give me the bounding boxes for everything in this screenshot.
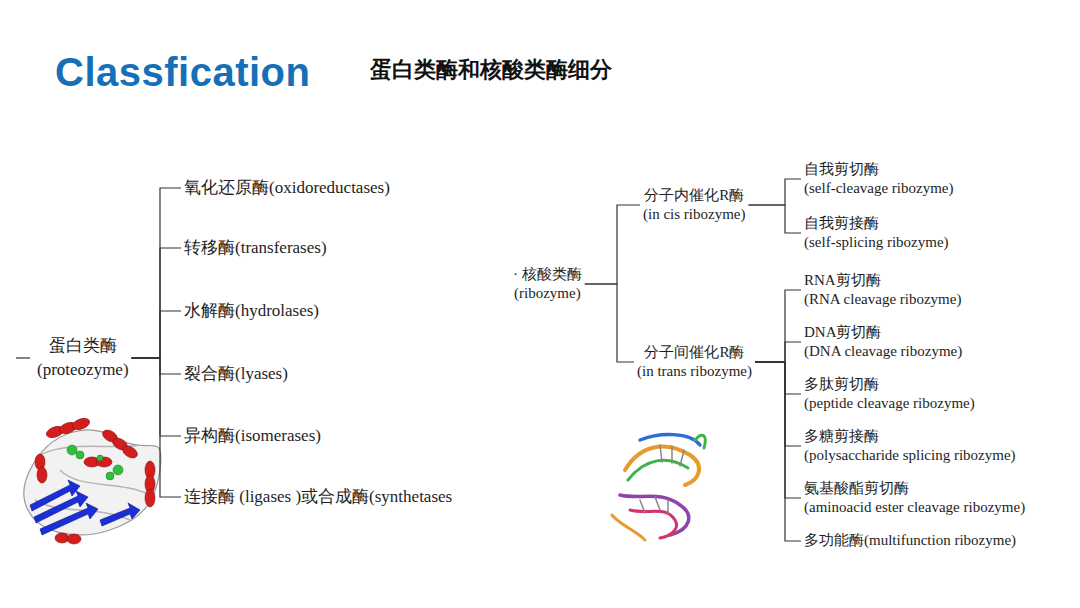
node-text: 异构酶(isomerases): [184, 424, 321, 448]
tree-connector: [132, 248, 181, 358]
leaf-node: DNA剪切酶 (DNA cleavage ribozyme): [801, 322, 965, 363]
leaf-node: 水解酶(hydrolases): [181, 298, 322, 324]
leaf-node: 氧化还原酶(oxidoreductases): [181, 175, 393, 201]
tree-connector: [755, 342, 801, 362]
node-text: 多肽剪切酶 (peptide cleavage ribozyme): [804, 375, 975, 414]
text-line: (in trans ribozyme): [637, 362, 752, 382]
node-text: 氧化还原酶(oxidoreductases): [184, 176, 390, 200]
tree-connector: [755, 362, 801, 541]
text-line: DNA剪切酶: [804, 324, 882, 340]
dash-line: [16, 357, 30, 358]
slide-title: Classfication: [55, 50, 310, 95]
text-line: 自我剪切酶: [804, 161, 879, 177]
node-text: 分子内催化R酶 (in cis ribozyme): [643, 186, 745, 225]
tree-connector: [585, 205, 640, 284]
text-line: (self-splicing ribozyme): [804, 233, 949, 253]
tree-connector: [585, 284, 634, 362]
node-text: 连接酶 (ligases )或合成酶(synthetases: [184, 485, 452, 509]
leaf-node: 多肽剪切酶 (peptide cleavage ribozyme): [801, 374, 978, 415]
tree-connector: [748, 179, 801, 205]
rna-structure: [612, 435, 705, 540]
text-line: 蛋白类酶: [49, 336, 117, 355]
tree-connector: [755, 362, 801, 446]
text-line: 分子间催化R酶: [644, 344, 744, 360]
leaf-node: 自我剪接酶 (self-splicing ribozyme): [801, 213, 952, 254]
text-line: 多糖剪接酶: [804, 428, 879, 444]
text-line: 氨基酸酯剪切酶: [804, 480, 909, 496]
leaf-node: 多糖剪接酶 (polysaccharide splicing ribozyme): [801, 426, 1019, 467]
node-text: 自我剪接酶 (self-splicing ribozyme): [804, 214, 949, 253]
node-text: 裂合酶(lyases): [184, 362, 288, 386]
text-line: 分子内催化R酶: [644, 187, 744, 203]
node-text: 多功能酶(multifunction ribozyme): [804, 531, 1016, 551]
branch-node: · 核酸类酶 (ribozyme): [510, 264, 585, 305]
text-line: (polysaccharide splicing ribozyme): [804, 446, 1016, 466]
branch-node: 分子内催化R酶 (in cis ribozyme): [640, 185, 748, 226]
text-line: RNA剪切酶: [804, 272, 881, 288]
node-text: RNA剪切酶 (RNA cleavage ribozyme): [804, 271, 961, 310]
branch-node: 蛋白类酶 (proteozyme): [34, 333, 132, 383]
node-text: DNA剪切酶 (DNA cleavage ribozyme): [804, 323, 962, 362]
text-line: · 核酸类酶: [513, 266, 582, 282]
tree-connector: [132, 358, 181, 436]
text-line: (in cis ribozyme): [643, 205, 745, 225]
text-line: 自我剪接酶: [804, 215, 879, 231]
text-line: (ribozyme): [513, 284, 582, 304]
text-line: 多肽剪切酶: [804, 376, 879, 392]
text-line: (proteozyme): [37, 358, 129, 382]
text-line: (RNA cleavage ribozyme): [804, 290, 961, 310]
tree-connector: [132, 358, 181, 497]
leaf-node: 自我剪切酶 (self-cleavage ribozyme): [801, 159, 957, 200]
leaf-node: 异构酶(isomerases): [181, 423, 324, 449]
node-text: 多糖剪接酶 (polysaccharide splicing ribozyme): [804, 427, 1016, 466]
tree-connector: [755, 362, 801, 394]
tree-connector: [132, 311, 181, 358]
text-line: (peptide cleavage ribozyme): [804, 394, 975, 414]
node-text: 蛋白类酶 (proteozyme): [37, 334, 129, 382]
protein-structure: [24, 416, 161, 544]
text-line: (DNA cleavage ribozyme): [804, 342, 962, 362]
branch-node: 分子间催化R酶 (in trans ribozyme): [634, 342, 755, 383]
node-text: · 核酸类酶 (ribozyme): [513, 265, 582, 304]
leaf-node: 多功能酶(multifunction ribozyme): [801, 530, 1019, 552]
leaf-node: 转移酶(transferases): [181, 235, 330, 261]
node-text: 分子间催化R酶 (in trans ribozyme): [637, 343, 752, 382]
leaf-node: RNA剪切酶 (RNA cleavage ribozyme): [801, 270, 964, 311]
tree-connector: [755, 362, 801, 498]
leaf-node: 连接酶 (ligases )或合成酶(synthetases: [181, 484, 455, 510]
node-text: 自我剪切酶 (self-cleavage ribozyme): [804, 160, 954, 199]
tree-connector: [132, 358, 181, 374]
leaf-node: 氨基酸酯剪切酶 (aminoacid ester cleavage ribozy…: [801, 478, 1028, 519]
text-line: (aminoacid ester cleavage ribozyme): [804, 498, 1025, 518]
node-text: 水解酶(hydrolases): [184, 299, 319, 323]
text-line: (self-cleavage ribozyme): [804, 179, 954, 199]
node-text: 转移酶(transferases): [184, 236, 327, 260]
subtitle: 蛋白类酶和核酸类酶细分: [370, 55, 612, 85]
tree-connector: [132, 188, 181, 358]
leaf-node: 裂合酶(lyases): [181, 361, 291, 387]
tree-connector: [755, 290, 801, 362]
node-text: 氨基酸酯剪切酶 (aminoacid ester cleavage ribozy…: [804, 479, 1025, 518]
tree-connector: [748, 205, 801, 233]
